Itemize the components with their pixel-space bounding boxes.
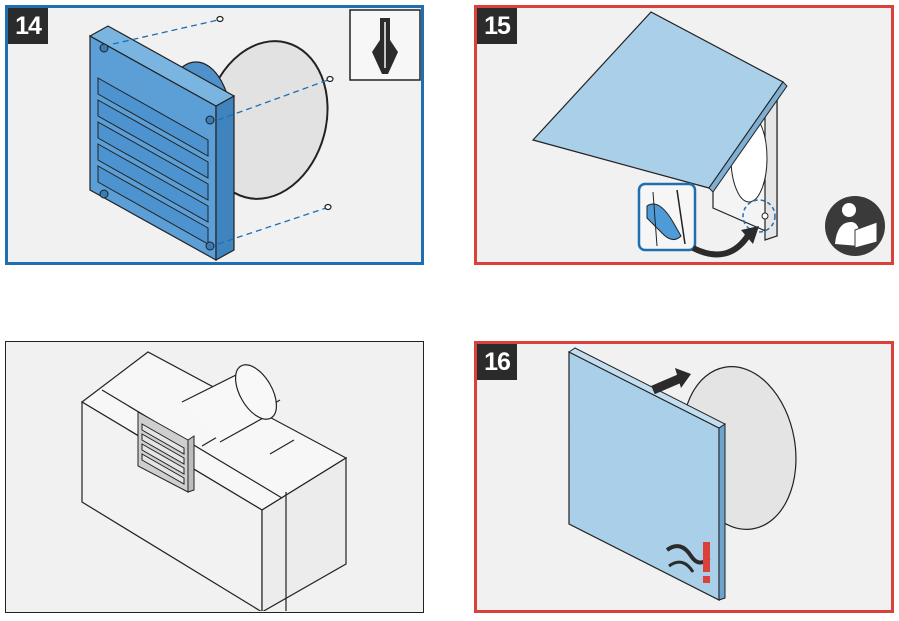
step-number-16: 16: [477, 344, 517, 380]
screws: [216, 15, 334, 211]
warning-icon: [703, 542, 710, 583]
step-16-panel: 16: [474, 341, 894, 613]
push-arrow-icon: [651, 373, 683, 395]
screwdriver-icon: [349, 9, 421, 81]
rotate-arrow-icon: [691, 232, 752, 258]
duct-installation-panel: [5, 341, 424, 613]
louvre-grille: [88, 25, 236, 262]
step-15-panel: 15: [474, 5, 894, 265]
wall-duct-illustration: [80, 351, 348, 611]
step-number-14: 14: [8, 8, 48, 44]
cover-opening-illustration: [531, 11, 885, 258]
step-14-panel: 14: [5, 5, 424, 265]
small-grille: [137, 411, 195, 493]
step-number-15: 15: [477, 8, 517, 44]
read-manual-icon: [825, 196, 885, 256]
grille-mounting-illustration: [88, 9, 421, 262]
cover-closing-illustration: [568, 347, 797, 601]
clip-detail-inset: [637, 182, 697, 252]
